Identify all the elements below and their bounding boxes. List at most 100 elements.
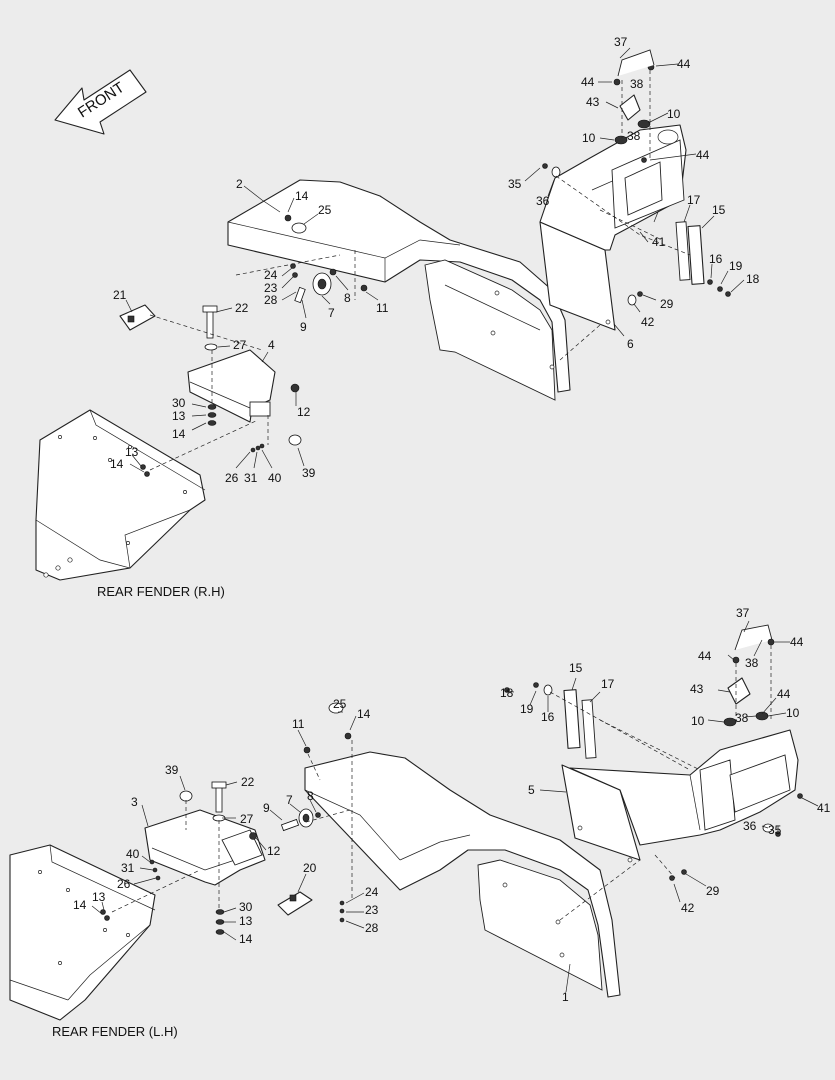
part-label: 15: [569, 661, 583, 675]
part-label: 10: [691, 714, 705, 728]
tractor-body-rh: [35, 409, 206, 581]
part-label: 29: [660, 297, 674, 311]
part-label: 31: [244, 471, 258, 485]
part-label: 42: [641, 315, 655, 329]
part-label: 14: [357, 707, 371, 721]
assembly-dashed-lines-lh: [111, 645, 772, 921]
fender-part-1: [304, 751, 621, 998]
part-label: 29: [706, 884, 720, 898]
part-label: 2: [236, 177, 243, 191]
part-label: 31: [121, 861, 135, 875]
part-label: 44: [696, 148, 710, 162]
part-label: 42: [681, 901, 695, 915]
part-label: 11: [376, 301, 389, 315]
part-label: 22: [235, 301, 249, 315]
part-label: 7: [328, 306, 335, 320]
part-label: 38: [745, 656, 759, 670]
fender-part-2: [227, 179, 571, 401]
part-label: 12: [267, 844, 281, 858]
part-label: 24: [264, 268, 278, 282]
part-label: 12: [297, 405, 311, 419]
assembly-dashed-lines-rh: [149, 70, 691, 471]
part-label: 39: [165, 763, 179, 777]
part-label: 9: [263, 801, 270, 815]
part-label: 17: [601, 677, 615, 691]
part-label: 35: [768, 823, 782, 837]
plate-15-rh: [687, 225, 705, 285]
part-label: 3: [131, 795, 138, 809]
part-label: 44: [777, 687, 791, 701]
part-label: 10: [582, 131, 596, 145]
part-label: 36: [536, 194, 550, 208]
part-label: 16: [541, 710, 555, 724]
part-label: 30: [172, 396, 186, 410]
part-label: 25: [318, 203, 332, 217]
bracket-part-5: [561, 729, 799, 863]
leader-lines-lh: [91, 620, 819, 993]
part-label: 43: [586, 95, 600, 109]
part-label: 14: [110, 457, 124, 471]
tractor-body-lh: [9, 844, 156, 1021]
part-label: 27: [240, 812, 254, 826]
part-label: 40: [126, 847, 140, 861]
part-label: 43: [690, 682, 704, 696]
hinge-part-21: [119, 304, 156, 331]
part-label: 17: [687, 193, 701, 207]
part-label: 5: [528, 783, 535, 797]
part-numbers-lh: 37 44 44 38 15 17 18 43 44 19 16 10 38 1…: [73, 606, 831, 1004]
plate-17-lh: [581, 699, 597, 759]
part-label: 44: [677, 57, 691, 71]
part-label: 38: [627, 129, 641, 143]
part-label: 26: [117, 877, 131, 891]
hardware-lh: [100, 624, 803, 935]
part-label: 10: [786, 706, 800, 720]
part-label: 18: [746, 272, 760, 286]
part-label: 18: [500, 686, 514, 700]
part-label: 13: [239, 914, 253, 928]
bracket-part-6: [539, 124, 687, 331]
part-label: 14: [239, 932, 253, 946]
part-label: 24: [365, 885, 379, 899]
part-label: 15: [712, 203, 726, 217]
part-label: 35: [508, 177, 522, 191]
part-label: 40: [268, 471, 282, 485]
part-label: 37: [736, 606, 750, 620]
part-label: 20: [303, 861, 317, 875]
part-label: 11: [292, 717, 305, 731]
upper-rh-assembly: 37 44 38 44 43 10 38 10 44 35 36 2 14 25…: [35, 35, 760, 599]
part-label: 37: [614, 35, 628, 49]
plate-15-lh: [563, 689, 581, 749]
leader-lines-rh: [125, 47, 745, 473]
part-label: 44: [698, 649, 712, 663]
part-label: 10: [667, 107, 681, 121]
part-label: 28: [365, 921, 379, 935]
part-label: 19: [729, 259, 743, 273]
bracket-part-4: [187, 349, 276, 423]
part-label: 44: [581, 75, 595, 89]
part-label: 4: [268, 338, 275, 352]
part-label: 6: [627, 337, 634, 351]
part-label: 30: [239, 900, 253, 914]
plate-17-rh: [675, 221, 691, 281]
hardware-rh: [140, 49, 731, 477]
front-direction-arrow: FRONT: [54, 69, 147, 135]
caption-rear-fender-rh: REAR FENDER (R.H): [97, 584, 225, 599]
part-label: 9: [300, 320, 307, 334]
part-label: 21: [113, 288, 127, 302]
part-label: 22: [241, 775, 255, 789]
part-label: 26: [225, 471, 239, 485]
part-label: 28: [264, 293, 278, 307]
part-label: 16: [709, 252, 723, 266]
part-label: 13: [92, 890, 106, 904]
part-label: 14: [73, 898, 87, 912]
part-label: 8: [344, 291, 351, 305]
part-label: 23: [365, 903, 379, 917]
part-label: 14: [172, 427, 186, 441]
hinge-part-20: [277, 891, 313, 916]
part-label: 41: [817, 801, 831, 815]
lower-lh-assembly: 37 44 44 38 15 17 18 43 44 19 16 10 38 1…: [9, 606, 831, 1039]
part-numbers-rh: 37 44 38 44 43 10 38 10 44 35 36 2 14 25…: [110, 35, 760, 485]
part-label: 27: [233, 338, 247, 352]
part-label: 13: [172, 409, 186, 423]
